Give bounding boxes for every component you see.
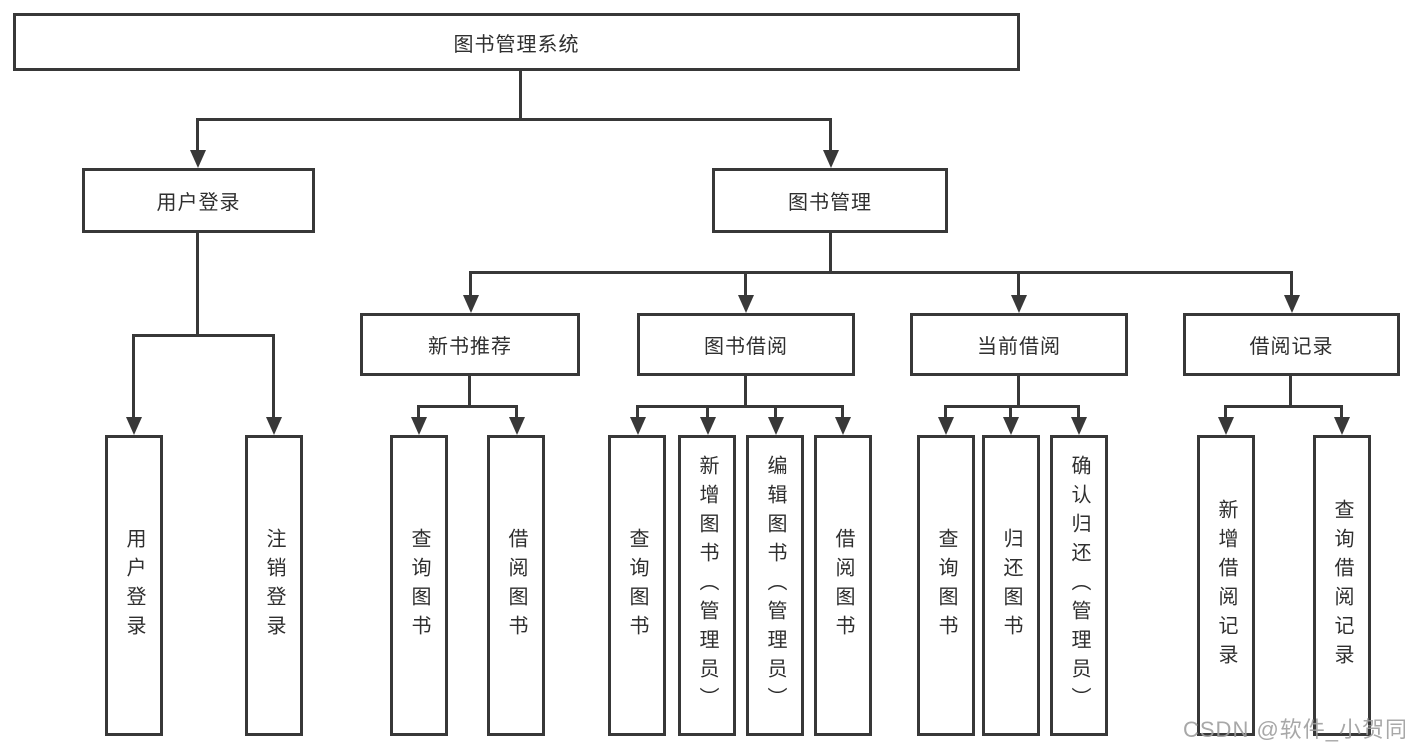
connector-drop-new-book bbox=[469, 271, 472, 296]
connector-book-borrow-bus bbox=[636, 405, 844, 408]
connector-drop bbox=[1077, 405, 1080, 418]
leaf-label: 新增借阅记录 bbox=[1215, 498, 1237, 673]
connector-drop bbox=[706, 405, 709, 418]
leaf-label: 新增图书（管理员） bbox=[696, 455, 718, 716]
leaf-label: 查询图书 bbox=[408, 527, 430, 644]
node-label: 当前借阅 bbox=[977, 336, 1061, 358]
csdn-watermark: CSDN @软件_小贺同学 bbox=[1183, 717, 1405, 742]
connector-user-login-trunk bbox=[196, 233, 199, 336]
node-label: 借阅记录 bbox=[1249, 336, 1334, 358]
node-new-book-recommendation: 新书推荐 bbox=[360, 313, 580, 376]
leaf-label: 查询图书 bbox=[626, 527, 648, 644]
node-label: 图书借阅 bbox=[704, 336, 788, 358]
connector-drop-user-login bbox=[196, 118, 199, 151]
connector-drop-leaf-login bbox=[132, 334, 135, 418]
leaf-label: 查询借阅记录 bbox=[1331, 498, 1353, 673]
arrowhead bbox=[768, 417, 784, 435]
arrowhead bbox=[411, 417, 427, 435]
connector-current-borrow-trunk bbox=[1017, 376, 1020, 407]
leaf-add-books-admin: 新增图书（管理员） bbox=[678, 435, 736, 736]
node-label: 图书管理系统 bbox=[453, 33, 580, 56]
arrowhead-user-login bbox=[190, 150, 206, 168]
leaf-label: 归还图书 bbox=[1000, 527, 1022, 644]
connector-drop bbox=[1340, 405, 1343, 418]
connector-drop-leaf-logout bbox=[272, 334, 275, 418]
leaf-label: 编辑图书（管理员） bbox=[764, 455, 786, 716]
arrowhead bbox=[1218, 417, 1234, 435]
connector-drop bbox=[1009, 405, 1012, 418]
connector-level3-bus bbox=[469, 271, 1293, 274]
arrowhead-leaf-login bbox=[126, 417, 142, 435]
leaf-label: 确认归还（管理员） bbox=[1068, 455, 1090, 716]
connector-book-borrow-trunk bbox=[744, 376, 747, 407]
leaf-logout: 注销登录 bbox=[245, 435, 303, 736]
arrowhead-current-borrow bbox=[1011, 295, 1027, 313]
leaf-query-borrow-record: 查询借阅记录 bbox=[1313, 435, 1371, 736]
connector-root-trunk bbox=[519, 70, 522, 120]
leaf-query-books-recommend: 查询图书 bbox=[390, 435, 448, 736]
arrowhead-leaf-logout bbox=[266, 417, 282, 435]
leaf-label: 注销登录 bbox=[263, 527, 285, 644]
leaf-label: 借阅图书 bbox=[832, 527, 854, 644]
leaf-query-books-borrow: 查询图书 bbox=[608, 435, 666, 736]
leaf-confirm-return-admin: 确认归还（管理员） bbox=[1050, 435, 1108, 736]
connector-current-borrow-bus bbox=[944, 405, 1080, 408]
connector-drop-book-borrow bbox=[744, 271, 747, 296]
connector-drop bbox=[417, 405, 420, 418]
node-current-borrowing: 当前借阅 bbox=[910, 313, 1128, 376]
leaf-query-books-current: 查询图书 bbox=[917, 435, 975, 736]
connector-level2-bus bbox=[196, 118, 832, 121]
connector-new-book-bus bbox=[417, 405, 518, 408]
leaf-label: 查询图书 bbox=[935, 527, 957, 644]
arrowhead bbox=[1334, 417, 1350, 435]
arrowhead-book-borrow bbox=[738, 295, 754, 313]
leaf-user-login: 用户登录 bbox=[105, 435, 163, 736]
arrowhead bbox=[630, 417, 646, 435]
connector-drop-book-management bbox=[829, 118, 832, 151]
connector-book-management-trunk bbox=[829, 233, 832, 273]
arrowhead bbox=[1071, 417, 1087, 435]
node-book-borrowing: 图书借阅 bbox=[637, 313, 855, 376]
node-label: 图书管理 bbox=[788, 192, 872, 214]
arrowhead-new-book bbox=[463, 295, 479, 313]
arrowhead bbox=[938, 417, 954, 435]
node-label: 新书推荐 bbox=[428, 336, 512, 358]
arrowhead-book-management bbox=[823, 150, 839, 168]
arrowhead bbox=[700, 417, 716, 435]
connector-drop bbox=[841, 405, 844, 418]
leaf-add-borrow-record: 新增借阅记录 bbox=[1197, 435, 1255, 736]
connector-borrow-records-trunk bbox=[1289, 376, 1292, 407]
node-user-login: 用户登录 bbox=[82, 168, 315, 233]
connector-drop bbox=[515, 405, 518, 418]
connector-drop bbox=[944, 405, 947, 418]
node-book-management: 图书管理 bbox=[712, 168, 948, 233]
leaf-return-books: 归还图书 bbox=[982, 435, 1040, 736]
node-library-management-system: 图书管理系统 bbox=[13, 13, 1020, 71]
leaf-label: 借阅图书 bbox=[505, 527, 527, 644]
connector-drop-current-borrow bbox=[1017, 271, 1020, 296]
node-label: 用户登录 bbox=[156, 192, 241, 214]
arrowhead bbox=[1003, 417, 1019, 435]
arrowhead bbox=[835, 417, 851, 435]
connector-borrow-records-bus bbox=[1224, 405, 1343, 408]
leaf-borrow-books: 借阅图书 bbox=[814, 435, 872, 736]
connector-drop bbox=[774, 405, 777, 418]
arrowhead bbox=[509, 417, 525, 435]
leaf-edit-books-admin: 编辑图书（管理员） bbox=[746, 435, 804, 736]
leaf-label: 用户登录 bbox=[123, 527, 145, 644]
connector-drop bbox=[636, 405, 639, 418]
connector-drop bbox=[1224, 405, 1227, 418]
connector-user-login-bus bbox=[132, 334, 275, 337]
connector-new-book-trunk bbox=[468, 376, 471, 407]
node-borrowing-records: 借阅记录 bbox=[1183, 313, 1400, 376]
arrowhead-borrow-records bbox=[1284, 295, 1300, 313]
leaf-borrow-books-recommend: 借阅图书 bbox=[487, 435, 545, 736]
connector-drop-borrow-records bbox=[1290, 271, 1293, 296]
